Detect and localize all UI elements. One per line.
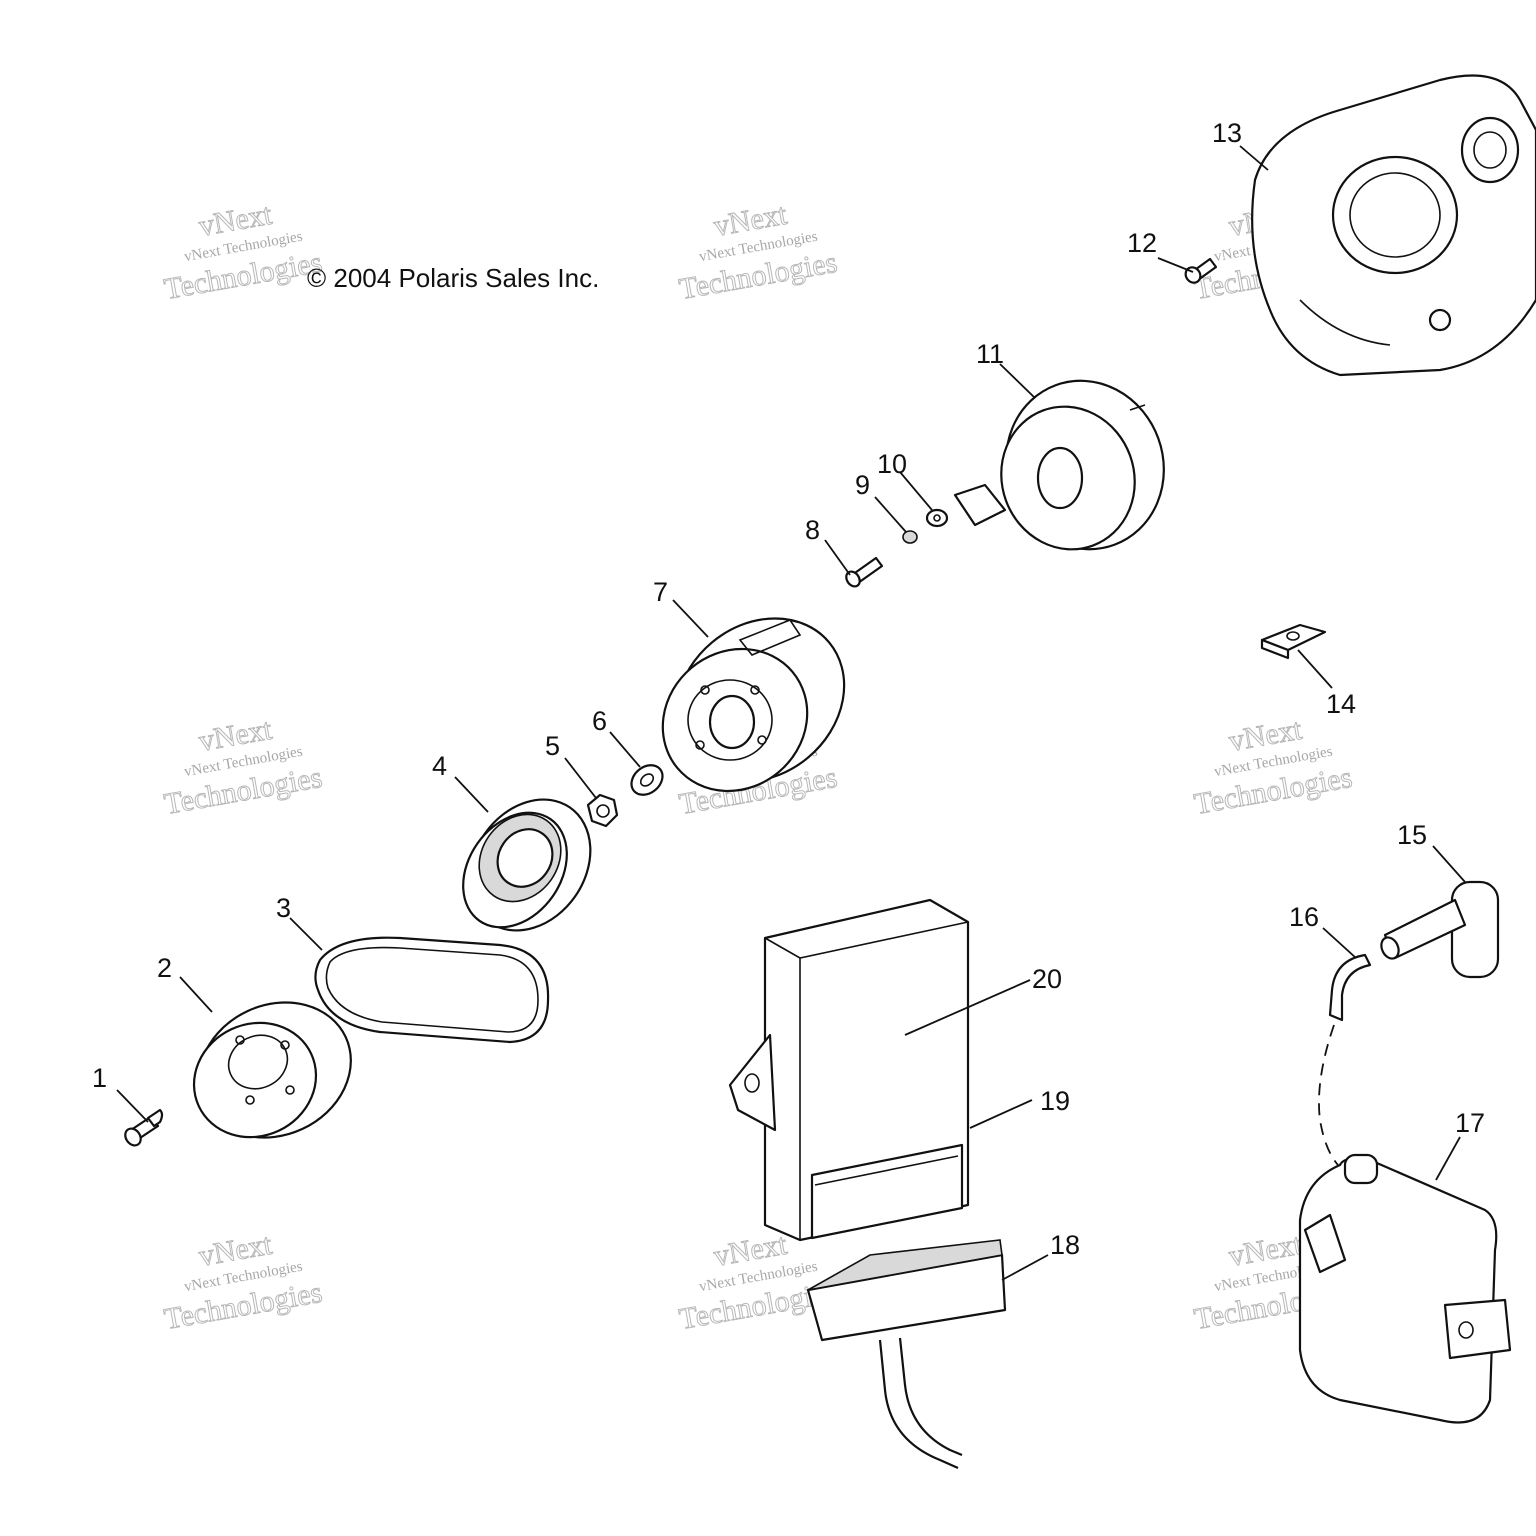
- part-10-washer: [925, 508, 949, 528]
- part-17-ignition-coil: [1298, 1153, 1512, 1424]
- part-4-gear-pulley: [462, 798, 592, 932]
- part-1-bolt: [124, 1108, 164, 1147]
- leader-8: [824, 539, 851, 576]
- part-16-wire: [1318, 953, 1372, 1166]
- watermark-4: vNext Technologies Technologies vNext: [161, 712, 325, 821]
- callout-14: 14: [1326, 689, 1356, 719]
- callout-15: 15: [1397, 820, 1427, 850]
- leader-3: [289, 917, 323, 951]
- callout-3: 3: [276, 893, 291, 923]
- leader-1: [116, 1089, 149, 1123]
- leader-17: [1435, 1136, 1461, 1181]
- callout-8: 8: [805, 515, 820, 545]
- leader-15: [1432, 845, 1466, 883]
- leader-18: [1001, 1254, 1049, 1281]
- leader-11: [999, 363, 1036, 399]
- callouts: 1 2 3 4 5 6 7 8 9 10 11 12 13 14 15 16 1…: [92, 118, 1485, 1260]
- callout-1: 1: [92, 1063, 107, 1093]
- leader-9: [874, 496, 907, 533]
- callout-9: 9: [855, 470, 870, 500]
- leader-10: [899, 471, 933, 511]
- callout-10: 10: [877, 449, 907, 479]
- callout-16: 16: [1289, 902, 1319, 932]
- leader-14: [1297, 649, 1333, 689]
- part-14-clip: [1260, 623, 1327, 660]
- callout-20: 20: [1032, 964, 1062, 994]
- part-18-connector: [806, 1239, 1007, 1470]
- part-11-stator: [953, 379, 1165, 551]
- watermark-2: vNext Technologies Technologies vNext: [676, 197, 840, 306]
- callout-6: 6: [592, 706, 607, 736]
- part-2-pulley: [192, 1001, 352, 1139]
- part-15-spark-plug-cap: [1380, 880, 1500, 979]
- leader-2: [179, 976, 213, 1013]
- part-5-nut: [586, 793, 619, 828]
- leader-19: [969, 1099, 1033, 1129]
- leader-20: [904, 979, 1031, 1036]
- leader-4: [454, 776, 489, 813]
- leader-6: [609, 731, 641, 768]
- copyright-notice: © 2004 Polaris Sales Inc.: [307, 263, 599, 293]
- callout-18: 18: [1050, 1230, 1080, 1260]
- callout-4: 4: [432, 751, 447, 781]
- part-6-washer: [630, 764, 664, 796]
- callout-7: 7: [653, 577, 668, 607]
- callout-2: 2: [157, 953, 172, 983]
- callout-11: 11: [976, 339, 1004, 369]
- leader-lines: [116, 145, 1466, 1281]
- part-7-flywheel: [661, 617, 846, 793]
- callout-12: 12: [1127, 228, 1157, 258]
- watermark-1: vNext Technologies Technologies vNext: [161, 197, 325, 306]
- leader-5: [564, 757, 597, 799]
- part-9-lock-washer: [902, 530, 918, 544]
- callout-5: 5: [545, 731, 560, 761]
- callout-13: 13: [1212, 118, 1242, 148]
- part-3-belt: [314, 936, 550, 1044]
- watermark-7: vNext Technologies Technologies vNext: [161, 1227, 325, 1336]
- leader-12: [1157, 257, 1194, 273]
- part-19-cdi-label-panel: [810, 1143, 964, 1240]
- part-13-housing: [1251, 74, 1536, 377]
- leader-16: [1322, 927, 1357, 959]
- leader-7: [672, 599, 709, 638]
- leader-13: [1239, 145, 1269, 171]
- watermark-6: vNext Technologies Technologies vNext: [1191, 712, 1355, 821]
- callout-17: 17: [1455, 1108, 1485, 1138]
- callout-19: 19: [1040, 1086, 1070, 1116]
